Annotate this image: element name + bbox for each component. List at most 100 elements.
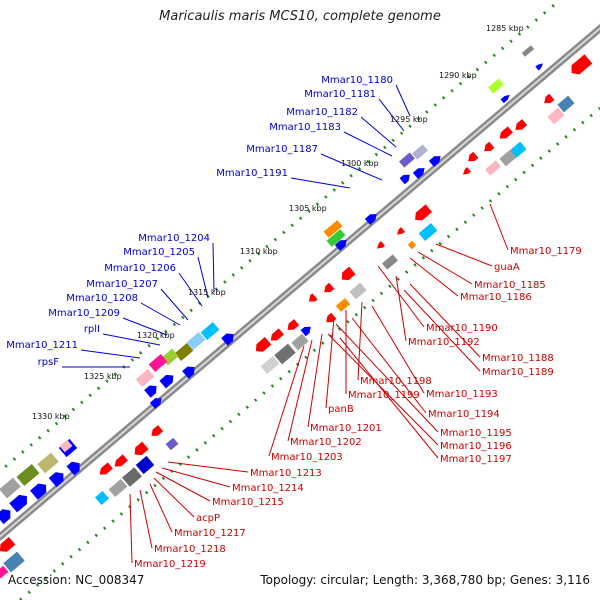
gene-feature — [382, 254, 398, 270]
gene-feature — [159, 374, 174, 389]
forward-leader — [178, 272, 203, 307]
gene-feature — [571, 54, 593, 75]
reverse-gene-label: Mmar10_1213 — [250, 468, 322, 479]
gene-feature — [300, 326, 311, 337]
reverse-gene-label: panB — [328, 404, 354, 415]
gene-feature — [399, 152, 415, 168]
kbp-tick-label: 1300 kbp — [341, 159, 379, 168]
gene-feature — [326, 229, 346, 247]
reverse-gene-label: Mmar10_1185 — [474, 280, 546, 291]
reverse-leader — [409, 283, 481, 358]
kbp-tick-label: 1295 kbp — [390, 115, 428, 124]
gene-feature — [174, 343, 194, 361]
reverse-leader — [307, 333, 323, 428]
reverse-leader — [129, 493, 133, 564]
reverse-gene-label: Mmar10_1190 — [426, 323, 498, 334]
reverse-leader — [409, 257, 459, 297]
gene-feature — [499, 149, 517, 167]
gene-feature — [135, 369, 155, 387]
reverse-leader — [357, 301, 363, 381]
gene-feature — [135, 455, 155, 475]
gene-feature — [59, 439, 73, 453]
reverse-leader — [287, 339, 313, 442]
gene-feature — [544, 93, 555, 104]
gene-feature — [255, 337, 272, 352]
forward-leader — [122, 317, 168, 336]
forward-leader — [212, 242, 215, 293]
gene-feature — [274, 343, 296, 365]
gene-feature — [182, 366, 195, 379]
forward-leader — [160, 288, 189, 321]
reverse-gene-label: Mmar10_1186 — [460, 292, 532, 303]
forward-gene-label: Mmar10_1209 — [48, 308, 120, 319]
gene-feature — [499, 126, 513, 139]
kbp-tick-label: 1285 kbp — [486, 24, 524, 33]
reverse-leader — [139, 489, 153, 549]
reverse-leader — [435, 243, 493, 267]
forward-gene-label: rplI — [84, 324, 100, 335]
reverse-gene-label: Mmar10_1189 — [482, 367, 554, 378]
reverse-gene-label: Mmar10_1194 — [428, 409, 500, 420]
forward-gene-label: Mmar10_1182 — [286, 107, 358, 118]
gene-feature — [415, 204, 433, 221]
reverse-gene-label: Mmar10_1218 — [154, 544, 226, 555]
forward-gene-label: Mmar10_1211 — [6, 340, 78, 351]
gene-feature — [412, 168, 425, 179]
gene-feature — [270, 328, 284, 341]
forward-gene-labels: Mmar10_1180Mmar10_1181Mmar10_1182Mmar10_… — [6, 75, 393, 368]
gene-feature — [521, 45, 535, 57]
kbp-tick-label: 1315 kbp — [188, 288, 226, 297]
forward-gene-label: Mmar10_1204 — [138, 233, 210, 244]
gene-feature — [488, 78, 504, 94]
gene-feature — [412, 144, 428, 160]
gene-feature — [165, 437, 179, 451]
gene-feature — [364, 214, 377, 225]
gene-feature — [557, 95, 575, 113]
reverse-gene-labels: Mmar10_1179guaAMmar10_1185Mmar10_1186Mma… — [134, 246, 582, 570]
reverse-gene-label: Mmar10_1195 — [440, 428, 512, 439]
gene-feature — [484, 141, 495, 152]
forward-leader — [320, 153, 383, 181]
reverse-leader — [371, 305, 425, 394]
reverse-gene-label: Mmar10_1179 — [510, 246, 582, 257]
forward-leader — [140, 302, 181, 326]
backbone-highlight — [0, 27, 600, 538]
gene-feature — [99, 462, 113, 475]
gene-feature — [291, 333, 309, 351]
reverse-leader — [325, 317, 335, 409]
forward-leader — [360, 116, 397, 148]
reverse-leader — [403, 289, 481, 372]
gene-feature — [308, 293, 318, 302]
gene-feature — [149, 398, 162, 409]
reverse-leader — [351, 317, 427, 414]
gene-feature — [221, 333, 234, 346]
gene-feature — [144, 385, 157, 398]
reverse-gene-label: Mmar10_1192 — [408, 337, 480, 348]
gene-feature — [500, 94, 510, 104]
forward-leader — [80, 349, 141, 359]
gene-feature — [0, 537, 16, 552]
gene-feature — [407, 240, 417, 250]
gene-feature — [151, 425, 164, 436]
reverse-leader — [155, 471, 211, 502]
reverse-leader — [167, 461, 249, 473]
gene-features — [0, 45, 593, 579]
genome-title: Maricaulis maris MCS10, complete genome — [159, 9, 441, 24]
reverse-leader — [489, 203, 509, 251]
gene-feature — [200, 322, 220, 340]
gene-feature — [485, 160, 501, 176]
gene-feature — [396, 227, 405, 235]
reverse-gene-label: Mmar10_1201 — [310, 423, 382, 434]
gene-feature — [341, 266, 356, 281]
gene-feature — [399, 174, 410, 185]
gene-feature — [462, 167, 471, 175]
reverse-gene-label: Mmar10_1188 — [482, 353, 554, 364]
kbp-tick-label: 1310 kbp — [240, 247, 278, 256]
kbp-tick-label: 1305 kbp — [289, 204, 327, 213]
forward-gene-label: Mmar10_1181 — [304, 89, 376, 100]
kbp-tick-label: 1320 kbp — [137, 331, 175, 340]
reverse-gene-label: Mmar10_1198 — [360, 376, 432, 387]
gene-feature — [0, 477, 21, 499]
gene-feature — [547, 107, 565, 125]
